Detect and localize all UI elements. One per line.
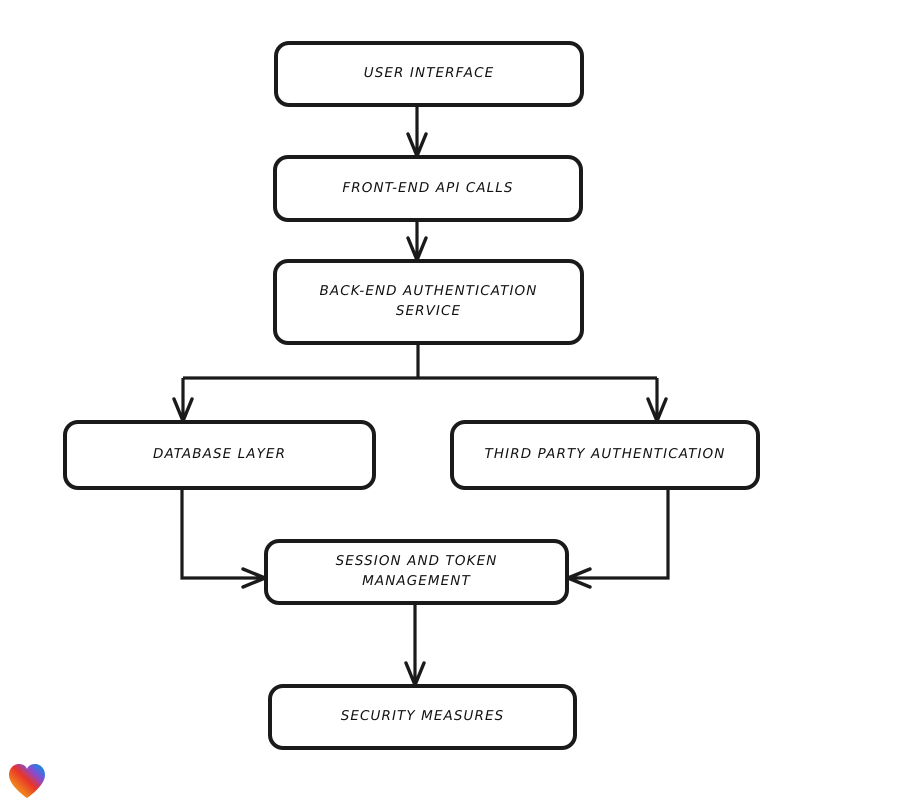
node-box-user-interface[interactable] [274, 41, 584, 107]
node-box-security-measures[interactable] [268, 684, 577, 750]
heart-logo [9, 764, 45, 798]
arrowhead-backend-to-third-party [646, 397, 668, 423]
node-box-session-and-token-management[interactable] [264, 539, 569, 605]
arrowhead-ui-to-frontend [406, 132, 428, 158]
arrowhead-third-party-to-session [566, 567, 592, 589]
node-boxes [63, 41, 760, 750]
edge-third-party-to-session [569, 488, 670, 580]
node-box-back-end-authentication-service[interactable] [273, 259, 584, 345]
node-box-third-party-authentication[interactable] [450, 420, 760, 490]
arrowhead-database-to-session [241, 567, 267, 589]
node-box-front-end-api-calls[interactable] [273, 155, 583, 222]
edges [172, 105, 670, 687]
arrowhead-frontend-to-backend [406, 236, 428, 262]
arrowhead-session-to-security [404, 661, 426, 687]
heart-icon [9, 764, 45, 798]
arrowhead-backend-to-database [172, 397, 194, 423]
edge-database-to-session [180, 488, 264, 580]
node-box-database-layer[interactable] [63, 420, 376, 490]
